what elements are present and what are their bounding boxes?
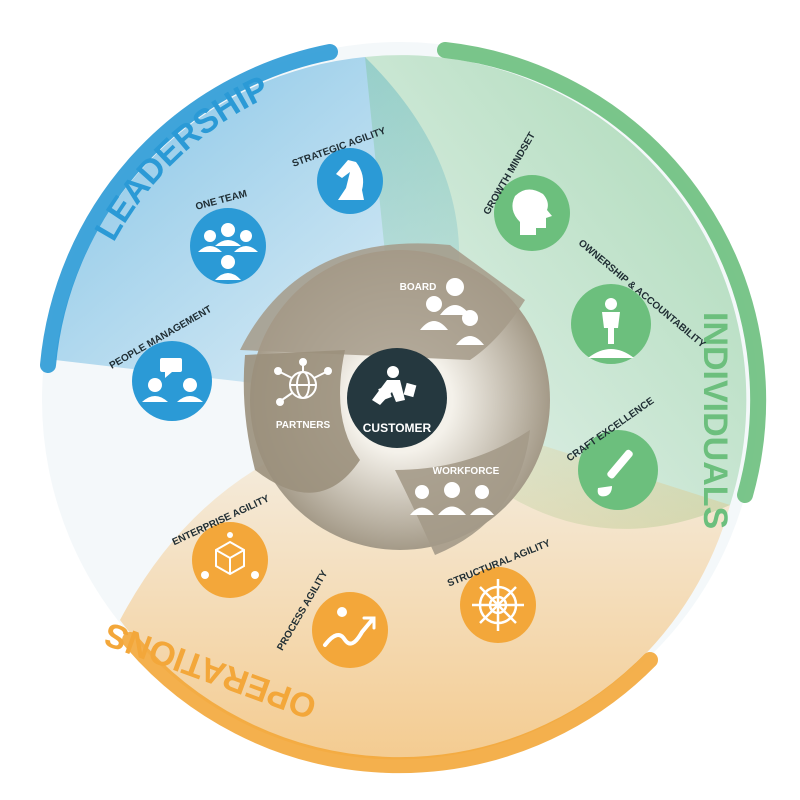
core-swirl xyxy=(240,243,550,555)
paintbrush-icon xyxy=(597,449,633,497)
center-label: CUSTOMER xyxy=(363,421,432,435)
individuals-title: INDIVIDUALS xyxy=(696,312,734,529)
web-structure-icon xyxy=(472,579,524,631)
board-node: BOARD xyxy=(400,278,484,345)
workforce-people-icon xyxy=(410,482,494,515)
partners-label: PARTNERS xyxy=(276,420,331,431)
workforce-label: WORKFORCE xyxy=(433,466,500,477)
center-node: CUSTOMER xyxy=(347,348,447,448)
operations-section xyxy=(120,400,730,774)
team-group-icon xyxy=(198,223,258,280)
customer-shopper-icon xyxy=(372,366,417,405)
board-people-icon xyxy=(420,278,484,345)
trend-arrow-icon xyxy=(323,607,376,647)
person-on-globe-icon xyxy=(588,298,634,358)
network-globe-icon xyxy=(274,358,332,406)
cube-cycle-icon xyxy=(201,532,259,579)
one-team-node: ONE TEAM xyxy=(190,188,266,284)
chess-knight-icon xyxy=(336,160,364,200)
partners-node: PARTNERS xyxy=(274,358,332,431)
people-chat-icon xyxy=(142,358,203,402)
workforce-node: WORKFORCE xyxy=(410,466,500,515)
board-label: BOARD xyxy=(400,282,437,293)
head-profile-icon xyxy=(512,189,552,235)
